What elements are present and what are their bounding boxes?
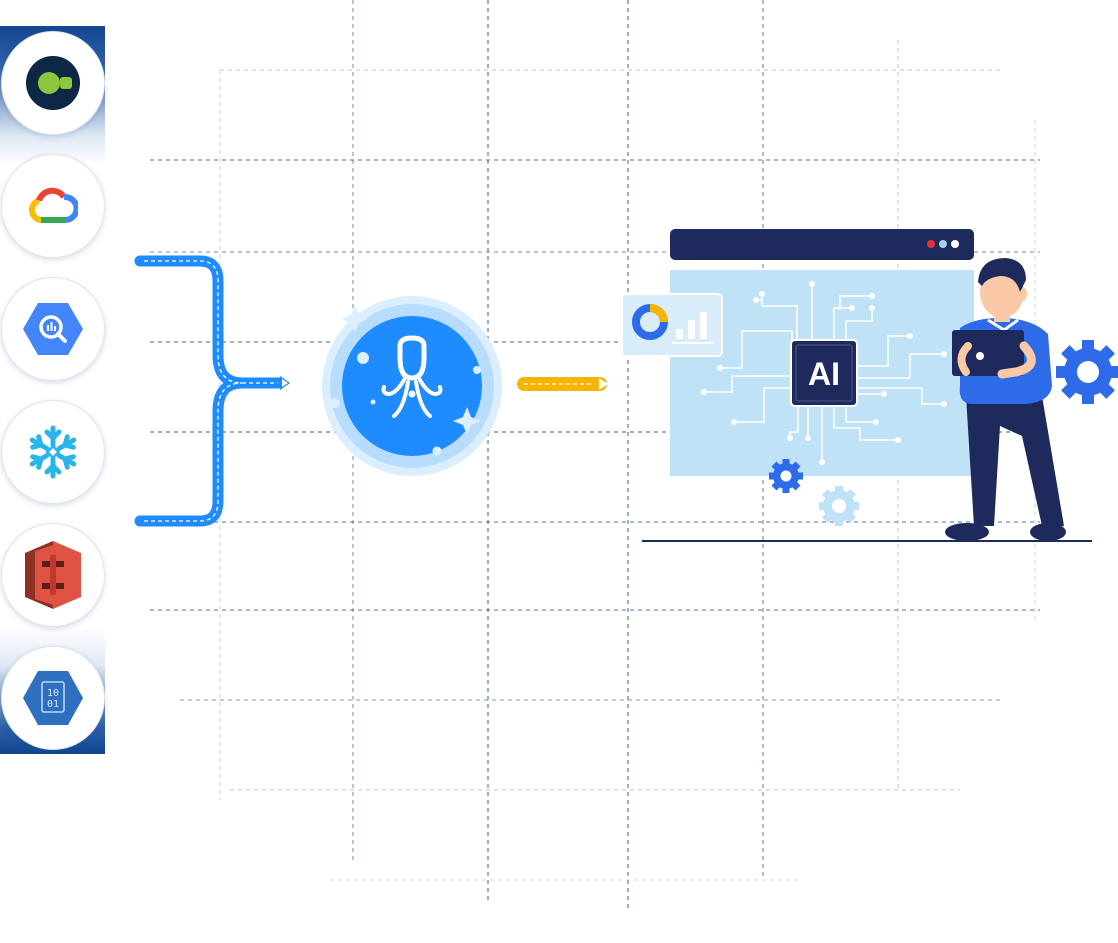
ai-chip bbox=[790, 339, 858, 407]
source-item bbox=[1, 277, 105, 381]
source-item bbox=[1, 523, 105, 627]
source-item bbox=[1, 154, 105, 258]
gear-icon bbox=[769, 459, 803, 493]
svg-text:10: 10 bbox=[47, 688, 59, 699]
source-item bbox=[1, 31, 105, 135]
dot-app-icon bbox=[26, 56, 80, 110]
ai-chip-label: AI bbox=[808, 356, 840, 392]
amazon-s3-icon bbox=[25, 541, 81, 609]
person-figure bbox=[945, 258, 1066, 541]
svg-text:01: 01 bbox=[47, 699, 59, 710]
hub-to-ai-connector bbox=[517, 377, 608, 391]
ai-dashboard-illustration: AI bbox=[622, 229, 1118, 542]
google-cloud-icon bbox=[28, 187, 78, 223]
bigquery-icon bbox=[23, 303, 83, 355]
gear-icon bbox=[1056, 340, 1118, 404]
brace-connector bbox=[134, 255, 290, 527]
browser-bar bbox=[670, 229, 974, 260]
gear-icon bbox=[819, 486, 859, 526]
snowflake-icon bbox=[29, 425, 77, 479]
octopus-icon bbox=[381, 335, 443, 418]
azure-blob-storage-icon: 10 01 bbox=[23, 671, 83, 725]
source-item: 10 01 bbox=[1, 646, 105, 750]
source-strip bbox=[0, 26, 105, 754]
central-hub bbox=[322, 296, 502, 476]
source-item bbox=[1, 400, 105, 504]
